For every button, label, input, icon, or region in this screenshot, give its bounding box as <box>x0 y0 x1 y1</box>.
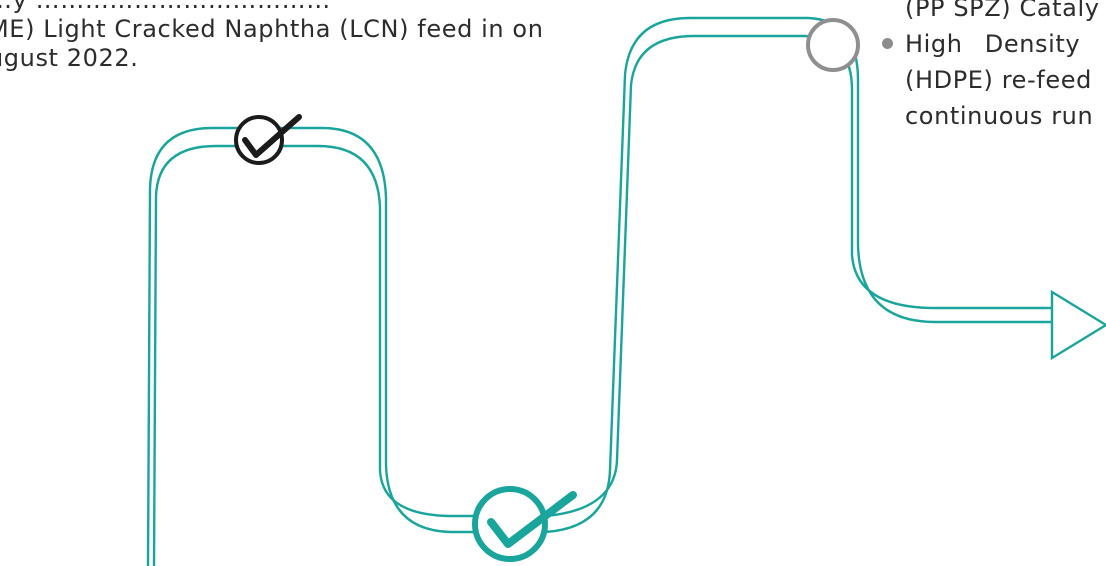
milestone-2-check-icon <box>472 486 577 562</box>
left-text-line-3: ugust 2022. <box>0 44 139 72</box>
left-text-block: …y ……………………………… ME) Light Cracked Naphth… <box>0 0 628 73</box>
right-text-line-3: continuous run <box>905 102 1094 130</box>
milestone-3-empty-circle-icon <box>806 18 860 72</box>
right-text-line-2: (HDPE) re-feed <box>905 66 1092 94</box>
end-arrow-head-icon <box>1050 289 1106 361</box>
left-text-line-1: …y ……………………………… <box>0 0 331 14</box>
right-text-block: (PP SPZ) Cataly High Density (HDPE) re-f… <box>882 0 1106 134</box>
roadmap-path <box>146 16 1106 566</box>
roadmap-path-inner-line <box>152 34 1052 566</box>
milestone-1-check-icon <box>234 114 302 165</box>
right-bullet-item: High Density <box>882 26 1106 62</box>
left-text-line-2: ME) Light Cracked Naphtha (LCN) feed in … <box>0 15 544 43</box>
roadmap-path-outer-line <box>146 16 1052 566</box>
bullet-icon <box>882 37 893 49</box>
right-text-line-0: (PP SPZ) Cataly <box>905 0 1100 22</box>
right-text-line-1: High Density <box>905 30 1081 58</box>
